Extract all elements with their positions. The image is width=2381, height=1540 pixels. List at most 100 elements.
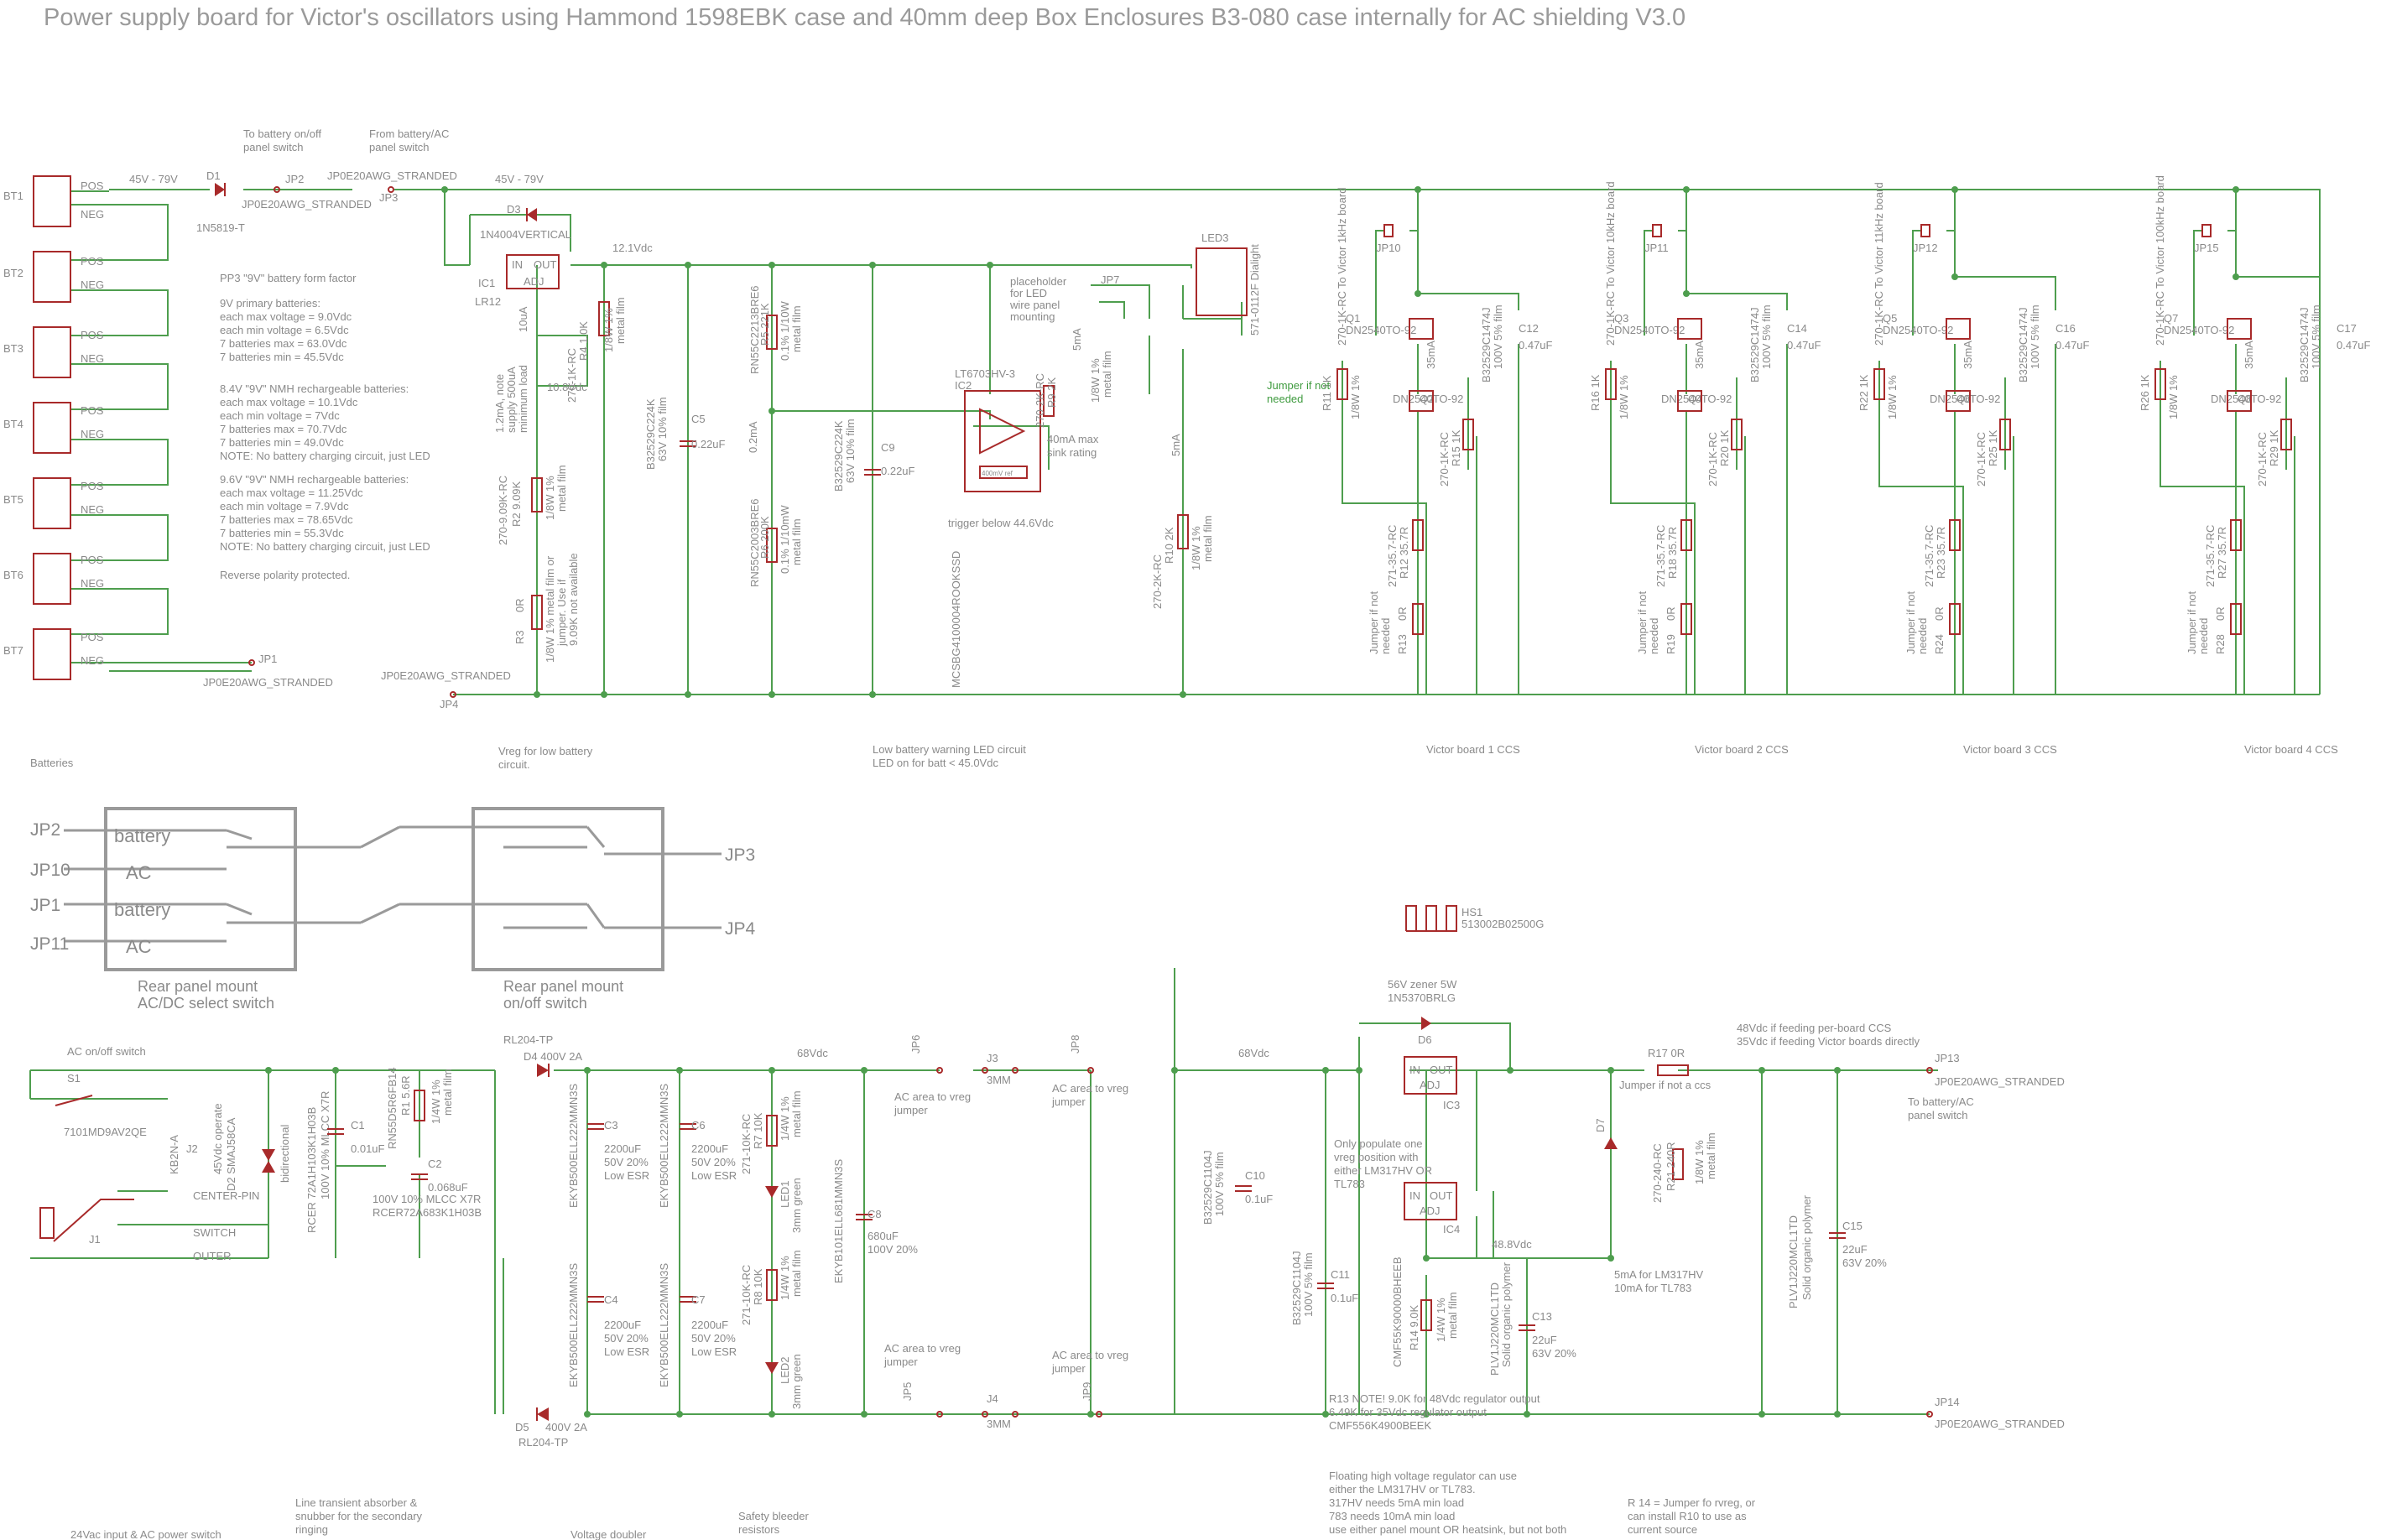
svg-text:3MM: 3MM [987, 1418, 1011, 1430]
svg-text:571-0112F Dialight: 571-0112F Dialight [1248, 244, 1261, 336]
svg-text:From battery/AC: From battery/AC [369, 127, 449, 140]
ccs-label: R23 35.7R [1935, 527, 1947, 579]
ccs-label: 100V 5% film [1492, 304, 1504, 369]
svg-text:Rear panel mount: Rear panel mount [138, 978, 258, 995]
ccs-label: JP15 [2194, 242, 2219, 254]
resistor-gate [1336, 368, 1348, 400]
svg-text:RN55D5R6FB14: RN55D5R6FB14 [386, 1067, 399, 1149]
svg-text:22uF: 22uF [1842, 1243, 1868, 1256]
svg-text:AC area to vreg: AC area to vreg [894, 1090, 971, 1103]
ccs-label: R18 35.7R [1666, 527, 1679, 579]
svg-text:POS: POS [81, 404, 104, 417]
svg-text:7 batteries max = 78.65Vdc: 7 batteries max = 78.65Vdc [220, 513, 353, 526]
mosfet-q2 [1409, 390, 1434, 412]
ccs-label: 270-1K-RC [1604, 291, 1617, 346]
svg-text:mounting: mounting [1010, 310, 1055, 323]
svg-text:400mV ref: 400mV ref [982, 470, 1013, 477]
svg-text:1/4W 1%: 1/4W 1% [779, 1096, 791, 1141]
svg-text:5mA for LM317HV: 5mA for LM317HV [1614, 1268, 1704, 1281]
svg-text:AC: AC [126, 862, 152, 883]
svg-text:Low ESR: Low ESR [604, 1169, 649, 1182]
svg-text:2200uF: 2200uF [691, 1319, 728, 1331]
ccs-label: C17 [2337, 322, 2357, 335]
svg-text:48Vdc if feeding per-board CCS: 48Vdc if feeding per-board CCS [1737, 1022, 1892, 1034]
svg-text:2200uF: 2200uF [604, 1142, 641, 1155]
ccs-label: C12 [1519, 322, 1539, 335]
bleeder-section: 271-10K-RC R7 10K 1/4W 1% metal film LED… [738, 1090, 918, 1536]
svg-text:CMF556K4900BEEK: CMF556K4900BEEK [1329, 1419, 1431, 1432]
svg-text:jumper: jumper [894, 1104, 928, 1116]
svg-text:270-2K-RC: 270-2K-RC [1151, 554, 1164, 609]
svg-text:RN55C2003BRE6: RN55C2003BRE6 [748, 498, 761, 587]
ccs-label: Jumper if not [1267, 379, 1331, 392]
svg-text:6.49K for 35Vdc regulator outp: 6.49K for 35Vdc regulator output [1329, 1406, 1487, 1418]
svg-text:POS: POS [81, 554, 104, 566]
svg-text:J3: J3 [987, 1052, 998, 1064]
resistor-gate [1873, 368, 1885, 400]
svg-text:270-9.09K-RC: 270-9.09K-RC [497, 476, 509, 545]
svg-text:current source: current source [1628, 1523, 1697, 1536]
ccs-label: R29 1K [2268, 429, 2280, 466]
svg-text:JP2: JP2 [285, 173, 304, 185]
svg-text:0.1uF: 0.1uF [1331, 1292, 1358, 1304]
svg-text:BT4: BT4 [3, 418, 23, 430]
svg-text:B32529C1104J: B32529C1104J [1290, 1251, 1303, 1325]
svg-text:50V 20%: 50V 20% [691, 1156, 736, 1168]
svg-text:AC area to vreg: AC area to vreg [1052, 1349, 1128, 1361]
ccs-wiring [1342, 190, 2321, 695]
svg-text:5mA: 5mA [1071, 328, 1083, 351]
svg-text:POS: POS [81, 179, 104, 192]
ccs-label: 271-35.7-RC [2204, 525, 2217, 587]
svg-text:9.09K not available: 9.09K not available [567, 553, 580, 646]
ccs-label: B32529C1474J [1748, 307, 1761, 382]
svg-text:panel switch: panel switch [369, 141, 430, 153]
svg-text:Safety bleeder: Safety bleeder [738, 1510, 810, 1522]
svg-text:JP14: JP14 [1935, 1396, 1960, 1408]
svg-text:R10 2K: R10 2K [1163, 527, 1175, 564]
ccs-label: Jumper if not [1904, 591, 1917, 654]
page-title: Power supply board for Victor's oscillat… [44, 4, 1685, 31]
svg-text:Floating high voltage regulato: Floating high voltage regulator can use [1329, 1470, 1517, 1482]
resistor-r21 [1672, 1148, 1684, 1180]
ccs-label: R22 1K [1857, 374, 1870, 411]
svg-text:Low ESR: Low ESR [691, 1345, 737, 1358]
led3-panel-led [1196, 247, 1248, 316]
diode-d4-icon [537, 1064, 549, 1077]
svg-text:NEG: NEG [81, 278, 104, 291]
comparator-ic2 [964, 390, 1041, 492]
ccs-label: DN2540TO-92 [1661, 393, 1732, 405]
svg-text:IN: IN [512, 258, 523, 271]
svg-text:TL783: TL783 [1334, 1178, 1365, 1190]
svg-text:POS: POS [81, 480, 104, 492]
ccs-label: R28 [2214, 634, 2227, 654]
svg-text:LED2: LED2 [779, 1356, 791, 1384]
regulator-ic3 [1404, 1056, 1457, 1095]
ccs-label: DN2540TO-92 [2211, 393, 2281, 405]
svg-text:1N5370BRLG: 1N5370BRLG [1388, 991, 1456, 1004]
svg-text:SWITCH: SWITCH [193, 1226, 236, 1239]
svg-text:10uA: 10uA [517, 306, 529, 332]
svg-text:0.01uF: 0.01uF [351, 1142, 385, 1155]
jumper-icon [1383, 224, 1394, 237]
svg-text:56V zener 5W: 56V zener 5W [1388, 978, 1457, 991]
ccs-label: B32529C1474J [2298, 307, 2311, 382]
svg-text:1/8W 1%: 1/8W 1% [1089, 358, 1102, 403]
svg-text:Reverse polarity protected.: Reverse polarity protected. [220, 569, 350, 581]
svg-text:B32529C224K: B32529C224K [644, 398, 657, 470]
ccs-label: R20 1K [1718, 429, 1731, 466]
svg-text:1/4W 1%: 1/4W 1% [779, 1256, 791, 1300]
svg-text:D1: D1 [206, 169, 221, 182]
svg-text:0.068uF: 0.068uF [428, 1181, 468, 1194]
svg-text:metal film: metal film [790, 1090, 803, 1137]
svg-text:63V 10% film: 63V 10% film [656, 397, 669, 461]
svg-text:JP10: JP10 [30, 861, 70, 880]
jumper-icon [1920, 224, 1930, 237]
svg-text:circuit.: circuit. [498, 758, 530, 771]
svg-text:wire panel: wire panel [1009, 299, 1060, 311]
ccs-label: 35mA [2243, 341, 2255, 369]
svg-text:ADJ: ADJ [1420, 1204, 1441, 1217]
svg-text:AC area to vreg: AC area to vreg [884, 1342, 961, 1355]
